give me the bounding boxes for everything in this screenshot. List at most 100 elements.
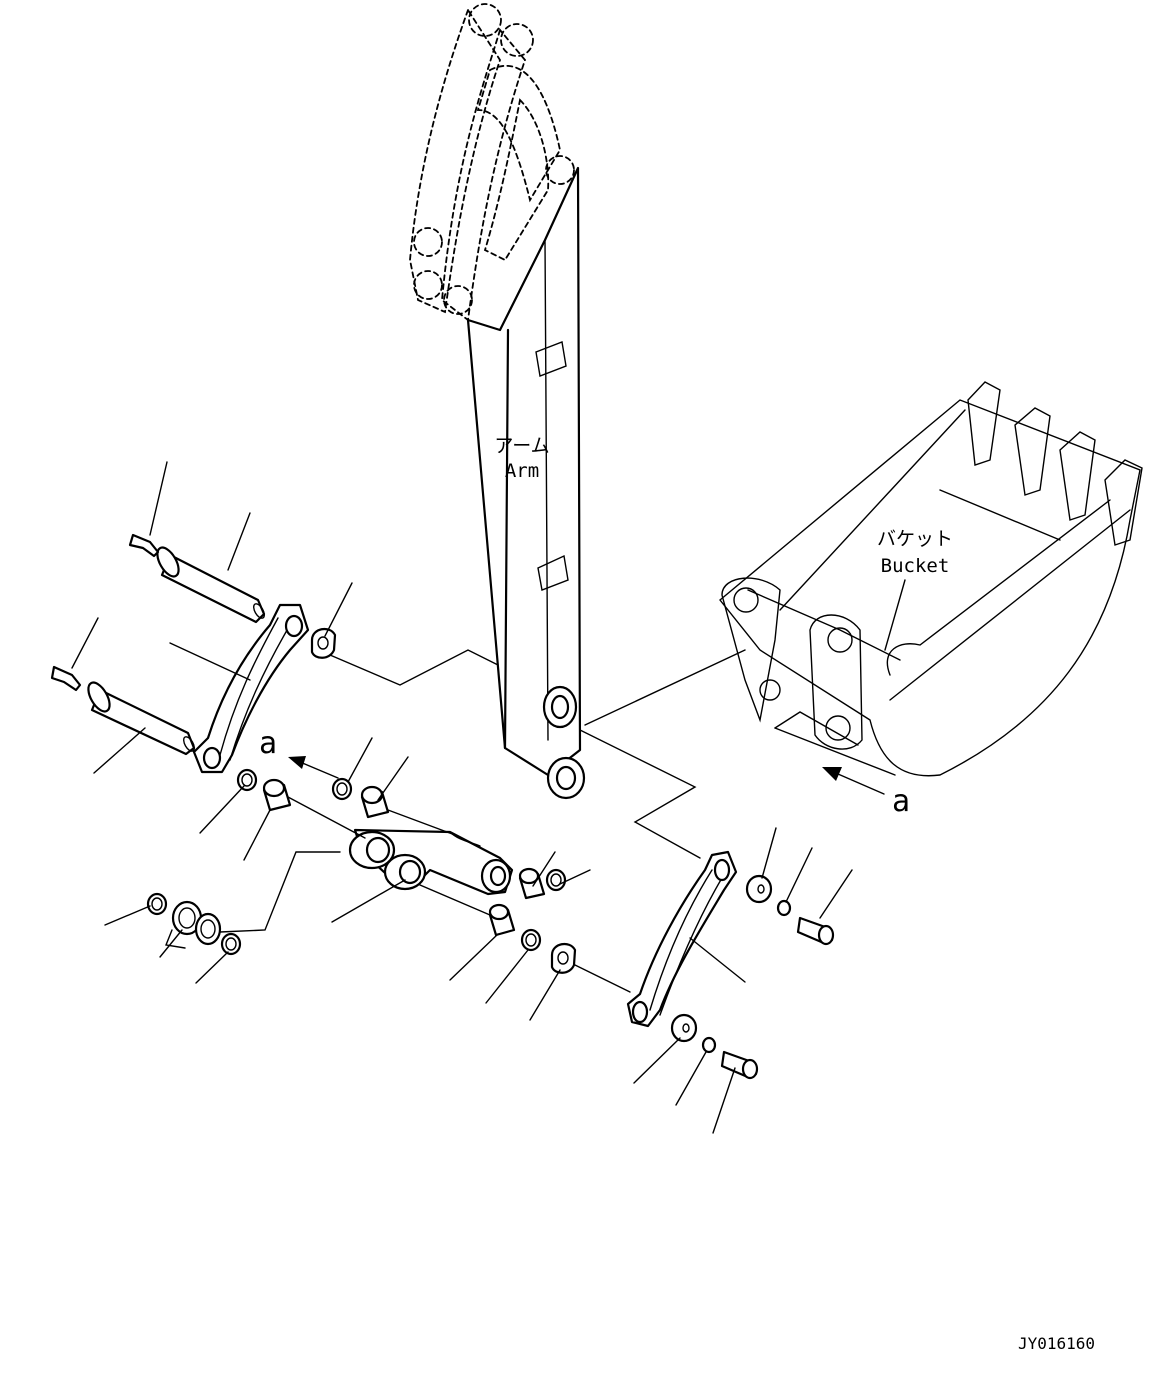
arrow-icon [822,767,842,781]
leader-line [529,969,561,1021]
arm-body-edge [544,239,549,741]
bucket-mount-plate [809,614,863,750]
left-link [192,603,310,774]
bucket-mount-plate [721,577,781,723]
bucket-edge [889,509,1131,701]
leader-line [199,785,245,834]
seal-ring [545,868,567,892]
arm-boss [413,270,443,300]
arm-boss [413,227,443,257]
plate-washer [670,1013,698,1043]
bucket-boss [827,627,853,653]
bucket-boss [759,679,781,701]
leader-line [347,737,373,783]
seal-ring-inner [225,937,237,951]
seal-ring-inner [336,782,348,796]
stopper-plate-hole [557,951,569,965]
plate-washer-hole [757,884,765,894]
leader-line [559,869,591,885]
lower-pin-head [87,681,111,713]
guide-line [419,884,491,916]
right-link-body [626,850,738,1028]
leader-line [675,1051,707,1106]
stopper-plate-hole [317,636,329,650]
leader-lines [71,461,853,1134]
leader-line [331,879,406,923]
bushing-end [360,785,384,805]
left-link-boss-hole [202,746,222,770]
right-link-boss-hole [713,858,731,882]
left-link-rib [219,617,279,756]
leader-line [324,582,353,637]
leader-line [159,929,183,958]
view-a-right-label: a [892,784,910,819]
leader-line [785,847,813,903]
view-a-bracket [774,727,896,776]
lower-pin-end [183,736,195,752]
leader-line [532,851,556,887]
assembly-lines [219,649,746,993]
bucket-label-leader [884,579,906,651]
bucket-tooth [1059,431,1096,521]
leader-line [227,512,251,571]
arrow-icon [288,756,306,769]
arm-boss [545,155,575,185]
upper-pin-end [253,603,265,619]
view-a-right-shaft [837,773,885,795]
guide-line [579,729,701,859]
leader-line [71,617,99,669]
plate-washer [745,874,773,904]
leader-line [712,1067,736,1134]
arm-plate-outline [441,28,527,322]
pins [50,533,266,756]
bucket-boss [733,587,759,613]
spring-washer [701,1036,717,1054]
guide-line [219,851,341,933]
shim-tab [165,929,186,949]
right-link-boss-hole [631,1000,649,1024]
arm-plate-outline [409,7,501,314]
guide-line [287,796,366,839]
leader-line [195,951,229,984]
shim [194,912,222,946]
guide-line [584,649,746,726]
leader-line [377,756,409,801]
center-link [348,828,514,896]
view-a-left: a [259,726,339,779]
arm-label-en: Arm [505,460,539,482]
right-link [626,850,738,1028]
shim-inner [178,907,196,929]
view-a-right: a [822,767,910,819]
arm-inner-plate [476,64,561,203]
guide-line [387,809,456,836]
seal-ring [220,932,242,956]
bucket-edge [939,489,1061,541]
leader-line [93,727,146,774]
center-link-boss-hole [489,865,507,887]
right-link-rib [659,877,723,1016]
arm-tip-boss-hole [555,765,577,791]
rings [146,627,577,974]
upper-pin-head [156,546,180,578]
bushing-end [262,778,286,798]
stopper-plate [310,627,337,659]
view-a-left-label: a [259,726,277,761]
arm-inner-plate [483,98,550,262]
seal-ring-inner [550,873,562,887]
seal-ring [331,777,353,801]
shim-inner [200,919,216,939]
left-link-boss-hole [284,614,304,638]
left-link-rib [229,624,291,761]
view-a-left-shaft [299,761,339,779]
seal-ring [520,928,542,952]
leader-line [633,1037,681,1084]
leader-line [243,809,271,861]
view-a-bracket [774,711,859,746]
grease-fitting-lower [50,665,82,692]
arm-boss [468,3,502,37]
arm-boss [443,285,473,315]
bucket-label-jp: バケット [877,528,953,550]
leader-line [689,937,746,983]
bolt-head [741,1058,759,1080]
